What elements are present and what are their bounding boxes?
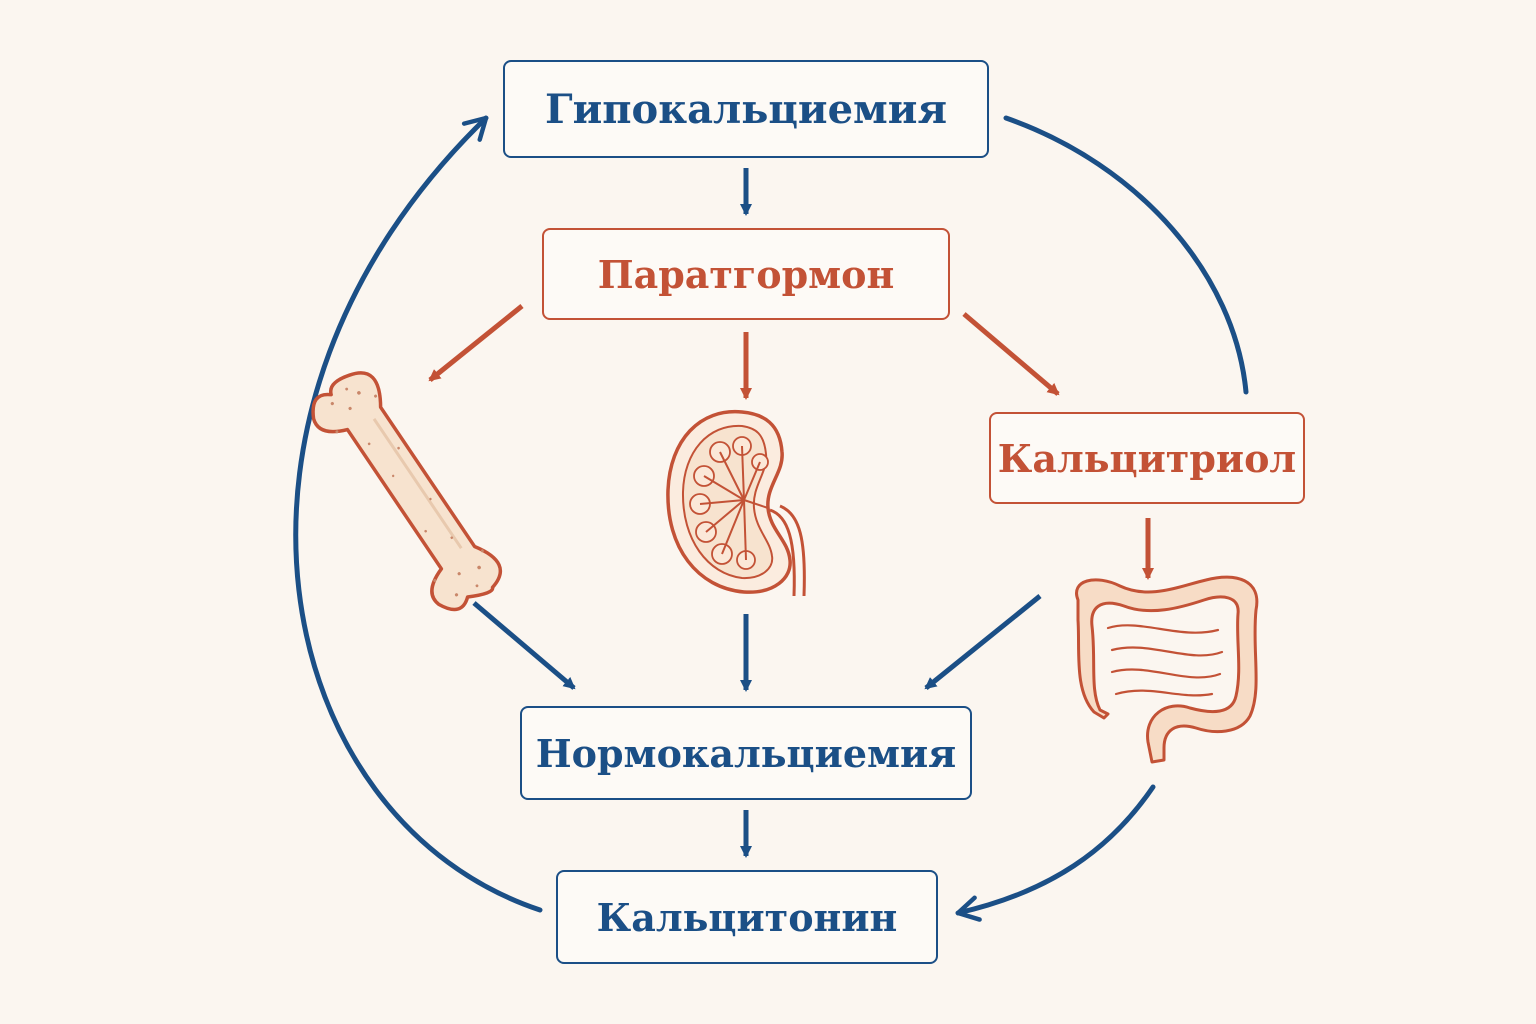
arrow-intestine-to-calcitonin — [955, 784, 1156, 922]
node-hypocalcemia: Гипокальциемия — [503, 60, 989, 158]
arc-hypocalcemia-right — [1003, 115, 1249, 395]
arrow-pth-to-bone — [428, 304, 524, 382]
arrow-calcitonin-to-hypocalcemia — [293, 115, 543, 913]
arrow-bone-to-normocalcemia — [472, 601, 576, 690]
node-normocalcemia: Нормокальциемия — [520, 706, 972, 800]
node-parathyroid-hormone: Паратгормон — [542, 228, 950, 320]
arrow-intestine-to-normocalcemia — [924, 594, 1042, 690]
arrow-pth-to-calcitriol — [962, 312, 1060, 396]
node-calcitonin: Кальцитонин — [556, 870, 938, 964]
node-calcitriol: Кальцитриол — [989, 412, 1305, 504]
